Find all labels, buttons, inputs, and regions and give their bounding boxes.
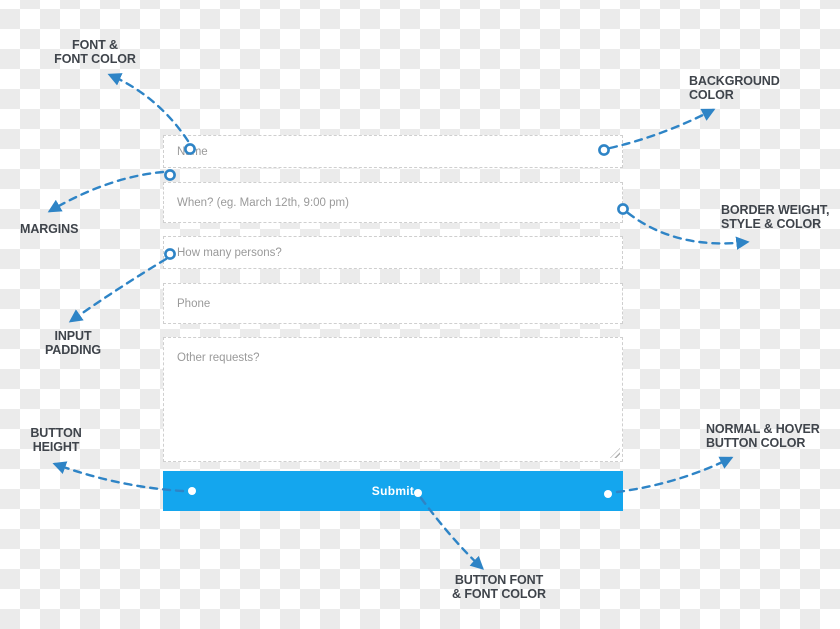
requests-textarea[interactable]	[163, 337, 623, 462]
annotation-label-background-color: BACKGROUND COLOR	[689, 74, 780, 102]
booking-form: Submit	[163, 135, 623, 511]
arrow-input-padding	[68, 257, 168, 323]
annotation-label-input-padding: INPUT PADDING	[44, 329, 101, 357]
persons-input[interactable]	[163, 236, 623, 269]
arrow-button-color	[615, 456, 734, 494]
annotation-label-border: BORDER WEIGHT, STYLE & COLOR	[721, 203, 830, 231]
arrow-background-color	[608, 108, 716, 150]
phone-input[interactable]	[163, 283, 623, 324]
submit-button[interactable]: Submit	[163, 471, 623, 511]
annotation-label-margins: MARGINS	[20, 222, 79, 236]
resize-handle-icon[interactable]	[610, 448, 620, 458]
annotation-label-font-color: FONT & FONT COLOR	[54, 38, 136, 66]
annotation-label-button-font: BUTTON FONT & FONT COLOR	[452, 573, 546, 601]
annotation-label-button-height: BUTTON HEIGHT	[30, 426, 82, 454]
arrow-font-color	[107, 73, 190, 143]
arrow-margins	[47, 170, 165, 213]
name-input[interactable]	[163, 135, 623, 168]
annotation-label-button-color: NORMAL & HOVER BUTTON COLOR	[706, 422, 820, 450]
when-input[interactable]	[163, 182, 623, 223]
